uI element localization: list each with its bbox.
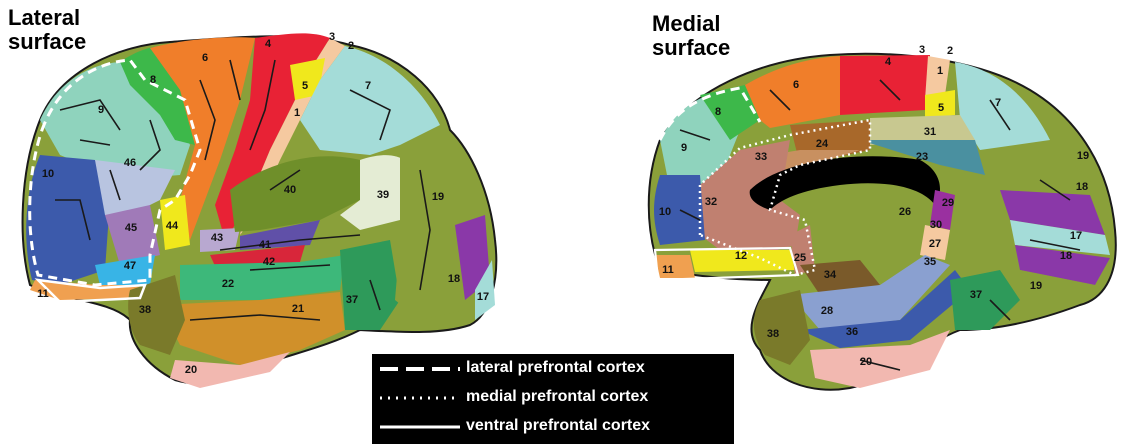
area-label-17: 17	[1070, 230, 1082, 242]
area-label-25: 25	[794, 252, 806, 264]
area-label-30: 30	[930, 219, 942, 231]
area-label-43: 43	[211, 232, 223, 244]
area-label-10: 10	[659, 206, 671, 218]
area-label-19: 19	[432, 191, 444, 203]
area-label-21: 21	[292, 303, 304, 315]
area-label-42: 42	[263, 256, 275, 268]
area-label-36: 36	[846, 326, 858, 338]
legend: lateral prefrontal cortex medial prefron…	[372, 354, 734, 444]
legend-item-medial: medial prefrontal cortex	[372, 385, 734, 411]
area-label-9: 9	[681, 142, 687, 154]
area-label-6: 6	[202, 52, 208, 64]
area-label-39: 39	[377, 189, 389, 201]
area-label-12: 12	[735, 250, 747, 262]
area-label-18: 18	[448, 273, 460, 285]
area-label-38: 38	[767, 328, 779, 340]
area-label-20: 20	[860, 356, 872, 368]
area-label-35: 35	[924, 256, 936, 268]
area-label-5: 5	[938, 102, 944, 114]
area-label-4: 4	[265, 38, 272, 50]
area-label-27: 27	[929, 238, 941, 250]
area-label-45: 45	[125, 222, 137, 234]
area-label-9: 9	[98, 104, 104, 116]
area-label-31: 31	[924, 126, 936, 138]
area-label-19: 19	[1077, 150, 1089, 162]
area-label-8: 8	[150, 74, 156, 86]
area-label-46: 46	[124, 157, 136, 169]
area-label-47: 47	[124, 260, 136, 272]
area-label-2: 2	[348, 40, 354, 52]
area-label-6: 6	[793, 79, 799, 91]
solid-line-icon	[380, 420, 460, 434]
area-label-18: 18	[1076, 181, 1088, 193]
area-label-7: 7	[995, 97, 1001, 109]
area-label-3: 3	[329, 31, 335, 43]
area-label-37: 37	[970, 289, 982, 301]
area-label-34: 34	[824, 269, 837, 281]
area-label-11: 11	[37, 288, 49, 300]
legend-item-lateral: lateral prefrontal cortex	[372, 356, 734, 382]
area-label-26: 26	[899, 206, 911, 218]
legend-label: ventral prefrontal cortex	[466, 417, 650, 435]
area-label-2: 2	[947, 45, 953, 57]
dotted-line-icon	[380, 391, 460, 405]
lateral-brain	[23, 33, 497, 388]
area-label-22: 22	[222, 278, 234, 290]
area-label-29: 29	[942, 197, 954, 209]
legend-label: medial prefrontal cortex	[466, 388, 648, 406]
area-label-10: 10	[42, 168, 54, 180]
area-label-19: 19	[1030, 280, 1042, 292]
area-label-18: 18	[1060, 250, 1072, 262]
area-label-32: 32	[705, 196, 717, 208]
medial-brain	[649, 54, 1116, 390]
area-label-5: 5	[302, 80, 308, 92]
area-label-8: 8	[715, 106, 721, 118]
area-label-24: 24	[816, 138, 829, 150]
area-label-37: 37	[346, 294, 358, 306]
area-label-7: 7	[365, 80, 371, 92]
area-label-11: 11	[662, 264, 674, 276]
area-label-1: 1	[937, 65, 943, 77]
legend-label: lateral prefrontal cortex	[466, 359, 645, 377]
legend-item-ventral: ventral prefrontal cortex	[372, 414, 734, 440]
area-label-17: 17	[477, 291, 489, 303]
area-label-3: 3	[919, 44, 925, 56]
area-label-38: 38	[139, 304, 151, 316]
area-label-1: 1	[294, 107, 300, 119]
area-label-44: 44	[166, 220, 179, 232]
area-label-33: 33	[755, 151, 767, 163]
dashed-line-icon	[380, 362, 460, 376]
area-label-28: 28	[821, 305, 833, 317]
area-label-20: 20	[185, 364, 197, 376]
area-label-4: 4	[885, 56, 892, 68]
area-label-23: 23	[916, 151, 928, 163]
area-label-40: 40	[284, 184, 296, 196]
area-label-41: 41	[259, 239, 271, 251]
